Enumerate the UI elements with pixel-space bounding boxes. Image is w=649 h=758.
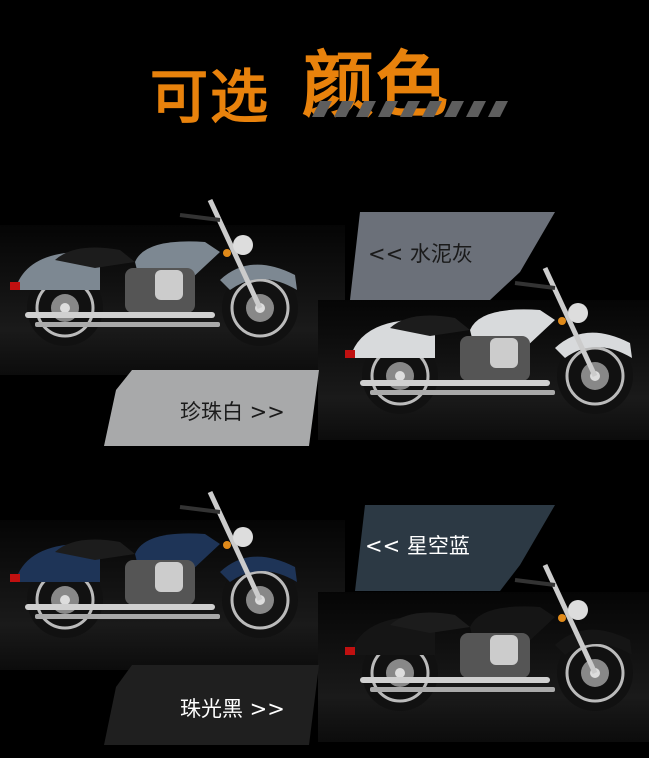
motorcycle-pearl-white-image bbox=[345, 266, 633, 414]
color-banner-pearl-white[interactable] bbox=[104, 370, 319, 446]
title-part1: 可选 bbox=[150, 63, 271, 131]
color-banner-cement-gray[interactable] bbox=[160, 212, 555, 302]
motorcycle-pearl-black-image bbox=[345, 563, 633, 711]
color-label-starry-blue[interactable]: << 星空蓝 bbox=[365, 534, 470, 558]
color-label-pearl-white[interactable]: 珍珠白 >> bbox=[180, 400, 285, 424]
title-part2: 颜色 bbox=[302, 43, 451, 127]
color-label-pearl-black[interactable]: 珠光黑 >> bbox=[180, 697, 285, 721]
color-banner-pearl-black[interactable] bbox=[104, 665, 319, 745]
color-label-cement-gray[interactable]: << 水泥灰 bbox=[368, 242, 473, 266]
color-banner-starry-blue[interactable] bbox=[170, 505, 555, 593]
title-stripes-decoration bbox=[312, 101, 508, 117]
motorcycle-starry-blue-image bbox=[10, 490, 298, 638]
motorcycle-cement-gray-image bbox=[10, 198, 298, 346]
